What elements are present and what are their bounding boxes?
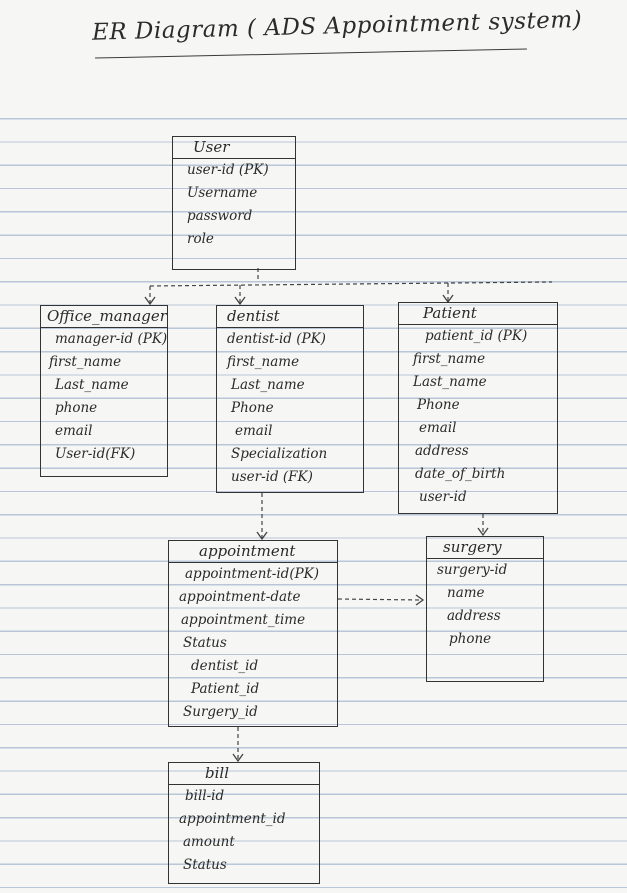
entity-user-name: User bbox=[173, 137, 295, 159]
attribute: manager-id (PK) bbox=[55, 331, 167, 347]
attribute: address bbox=[415, 443, 469, 459]
attribute: email bbox=[55, 423, 93, 439]
attribute: appointment-date bbox=[179, 589, 301, 605]
entity-dentist-name: dentist bbox=[217, 306, 363, 328]
attribute: dentist-id (PK) bbox=[227, 331, 326, 347]
attribute: Surgery_id bbox=[183, 704, 258, 720]
attribute: dentist_id bbox=[191, 658, 259, 674]
attribute: Phone bbox=[231, 400, 274, 416]
attribute: first_name bbox=[413, 351, 486, 367]
entity-office-manager-name: Office_manager bbox=[41, 306, 167, 328]
attribute: amount bbox=[183, 834, 235, 850]
entity-patient-name: Patient bbox=[399, 303, 557, 325]
attribute: appointment-id(PK) bbox=[185, 566, 320, 582]
attribute: user-id (PK) bbox=[187, 162, 269, 178]
attribute: role bbox=[187, 231, 214, 247]
entity-dentist: dentist dentist-id (PK) first_name Last_… bbox=[216, 305, 364, 493]
entity-patient: Patient patient_id (PK) first_name Last_… bbox=[398, 302, 558, 514]
entity-appointment-attributes: appointment-id(PK) appointment-date appo… bbox=[169, 563, 337, 724]
arrowhead-bill bbox=[232, 753, 244, 763]
attribute: Status bbox=[183, 857, 227, 873]
attribute: phone bbox=[55, 400, 98, 416]
attribute: first_name bbox=[227, 354, 300, 370]
entity-surgery-attributes: surgery-id name address phone bbox=[427, 559, 543, 651]
attribute: appointment_time bbox=[181, 612, 306, 628]
entity-appointment: appointment appointment-id(PK) appointme… bbox=[168, 540, 338, 727]
attribute: Last_name bbox=[413, 374, 487, 390]
attribute: Phone bbox=[417, 397, 460, 413]
attribute: Last_name bbox=[55, 377, 129, 393]
entity-bill: bill bill-id appointment_id amount Statu… bbox=[168, 762, 320, 884]
entity-dentist-attributes: dentist-id (PK) first_name Last_name Pho… bbox=[217, 328, 363, 489]
attribute: email bbox=[419, 420, 457, 436]
attribute: first_name bbox=[49, 354, 122, 370]
entity-bill-attributes: bill-id appointment_id amount Status bbox=[169, 785, 319, 877]
attribute: surgery-id bbox=[437, 562, 508, 578]
attribute: user-id bbox=[419, 489, 467, 505]
entity-surgery-name: surgery bbox=[427, 537, 543, 559]
connector-user-bar bbox=[149, 281, 553, 287]
attribute: Patient_id bbox=[191, 681, 260, 697]
arrowhead-surgery bbox=[477, 527, 489, 537]
attribute: date_of_birth bbox=[415, 466, 506, 482]
attribute: User-id(FK) bbox=[55, 446, 136, 462]
arrowhead-dentist bbox=[234, 296, 246, 306]
entity-appointment-name: appointment bbox=[169, 541, 337, 563]
connector-appointment-surgery bbox=[337, 598, 423, 601]
entity-user: User user-id (PK) Username password role bbox=[172, 136, 296, 270]
entity-office-manager: Office_manager manager-id (PK) first_nam… bbox=[40, 305, 168, 477]
attribute: Specialization bbox=[231, 446, 328, 462]
attribute: Last_name bbox=[231, 377, 305, 393]
arrowhead-appointment bbox=[256, 531, 268, 541]
entity-patient-attributes: patient_id (PK) first_name Last_name Pho… bbox=[399, 325, 557, 509]
attribute: bill-id bbox=[185, 788, 225, 804]
attribute: name bbox=[447, 585, 485, 601]
entity-bill-name: bill bbox=[169, 763, 319, 785]
arrowhead-office-manager bbox=[144, 296, 156, 306]
arrowhead-appointment-surgery bbox=[415, 594, 425, 606]
attribute: phone bbox=[449, 631, 492, 647]
entity-office-manager-attributes: manager-id (PK) first_name Last_name pho… bbox=[41, 328, 167, 466]
entity-user-attributes: user-id (PK) Username password role bbox=[173, 159, 295, 251]
attribute: user-id (FK) bbox=[231, 469, 313, 485]
attribute: address bbox=[447, 608, 501, 624]
entity-surgery: surgery surgery-id name address phone bbox=[426, 536, 544, 682]
attribute: appointment_id bbox=[179, 811, 286, 827]
attribute: email bbox=[235, 423, 273, 439]
attribute: Status bbox=[183, 635, 227, 651]
attribute: password bbox=[187, 208, 253, 224]
attribute: Username bbox=[187, 185, 258, 201]
attribute: patient_id (PK) bbox=[425, 328, 528, 344]
